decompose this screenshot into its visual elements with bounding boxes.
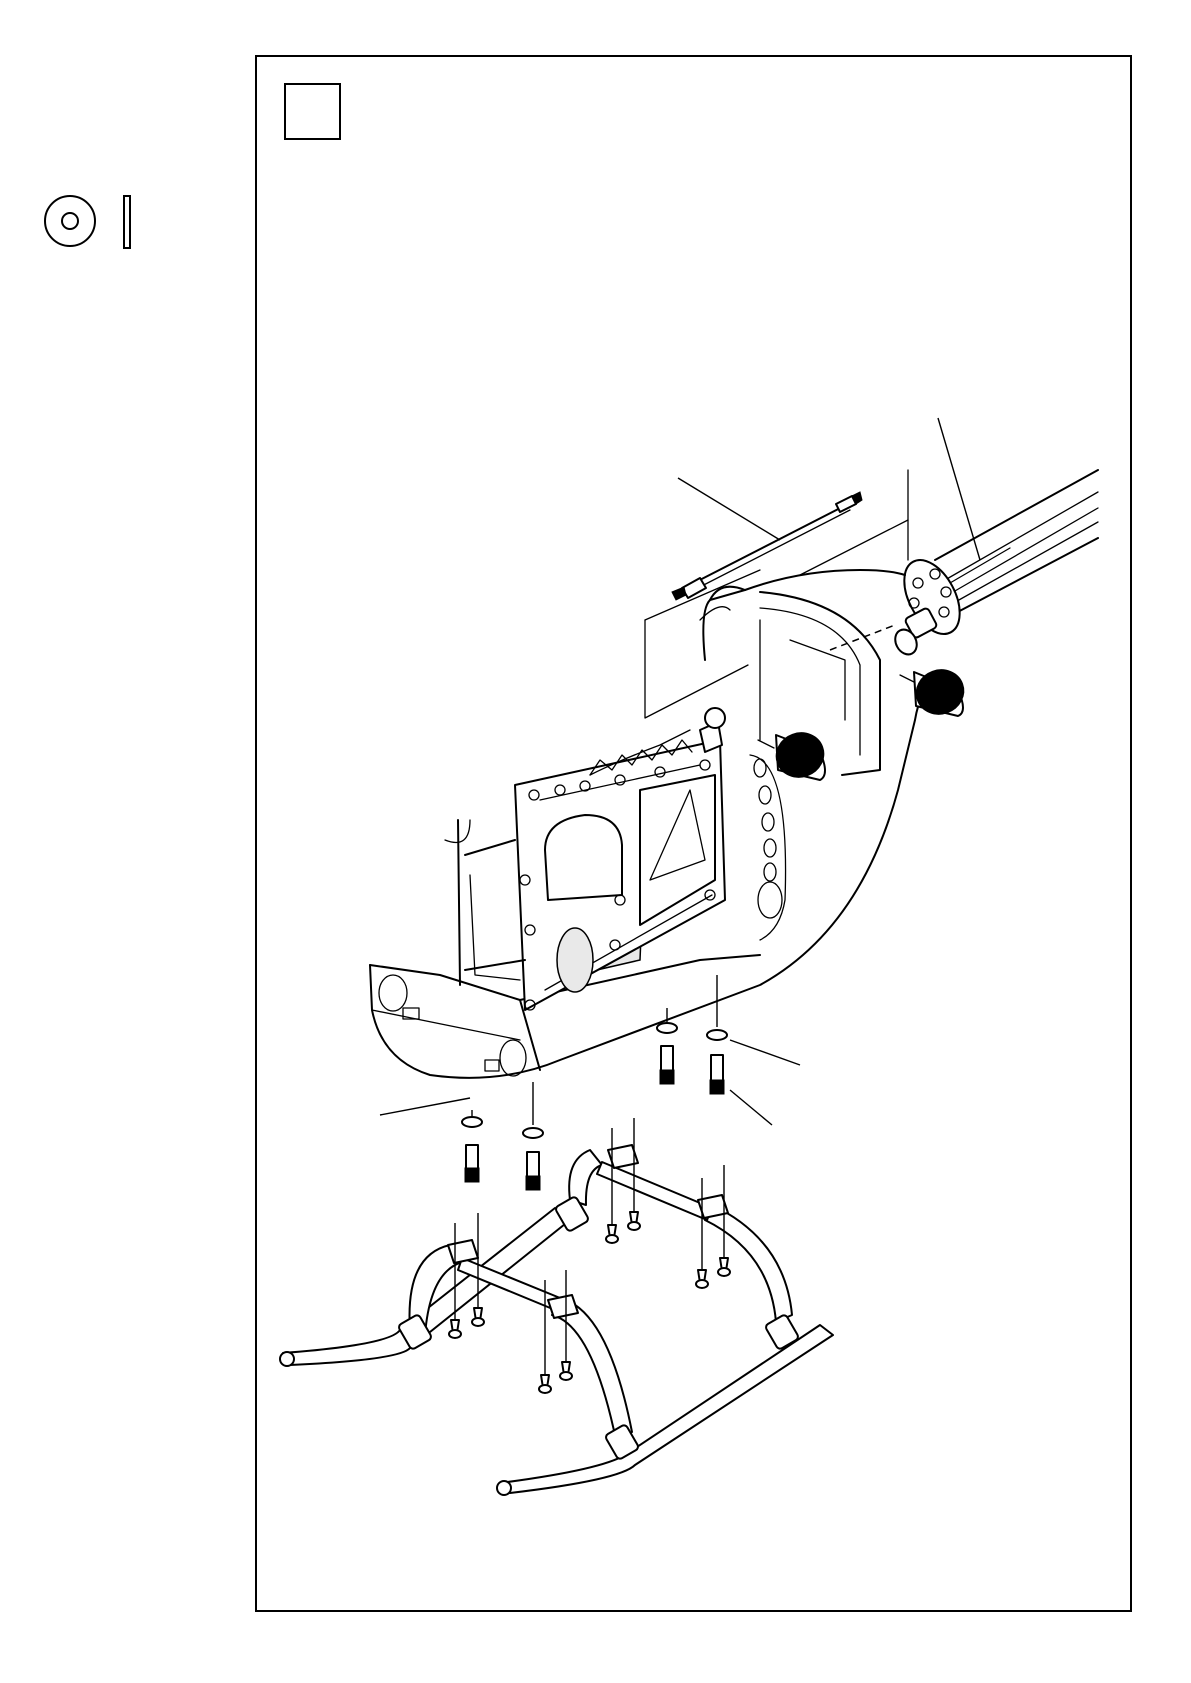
screw-rear-c bbox=[696, 1178, 708, 1288]
bolt-front-left bbox=[462, 1110, 482, 1182]
skid-landing-gear bbox=[280, 1145, 833, 1495]
antenna-leader bbox=[380, 1098, 470, 1115]
bolt-leader bbox=[730, 1090, 772, 1125]
bolt-rear-right bbox=[707, 975, 727, 1094]
screw-front-a bbox=[449, 1223, 461, 1338]
tail-pushrod bbox=[672, 478, 862, 600]
bolt-front-right bbox=[523, 1082, 543, 1190]
boom-mount-caps bbox=[758, 663, 970, 784]
bolt-rear-left bbox=[657, 1008, 677, 1084]
screw-rear-a bbox=[606, 1128, 618, 1243]
tail-boom bbox=[891, 418, 1098, 658]
washer-leader bbox=[730, 1040, 800, 1065]
